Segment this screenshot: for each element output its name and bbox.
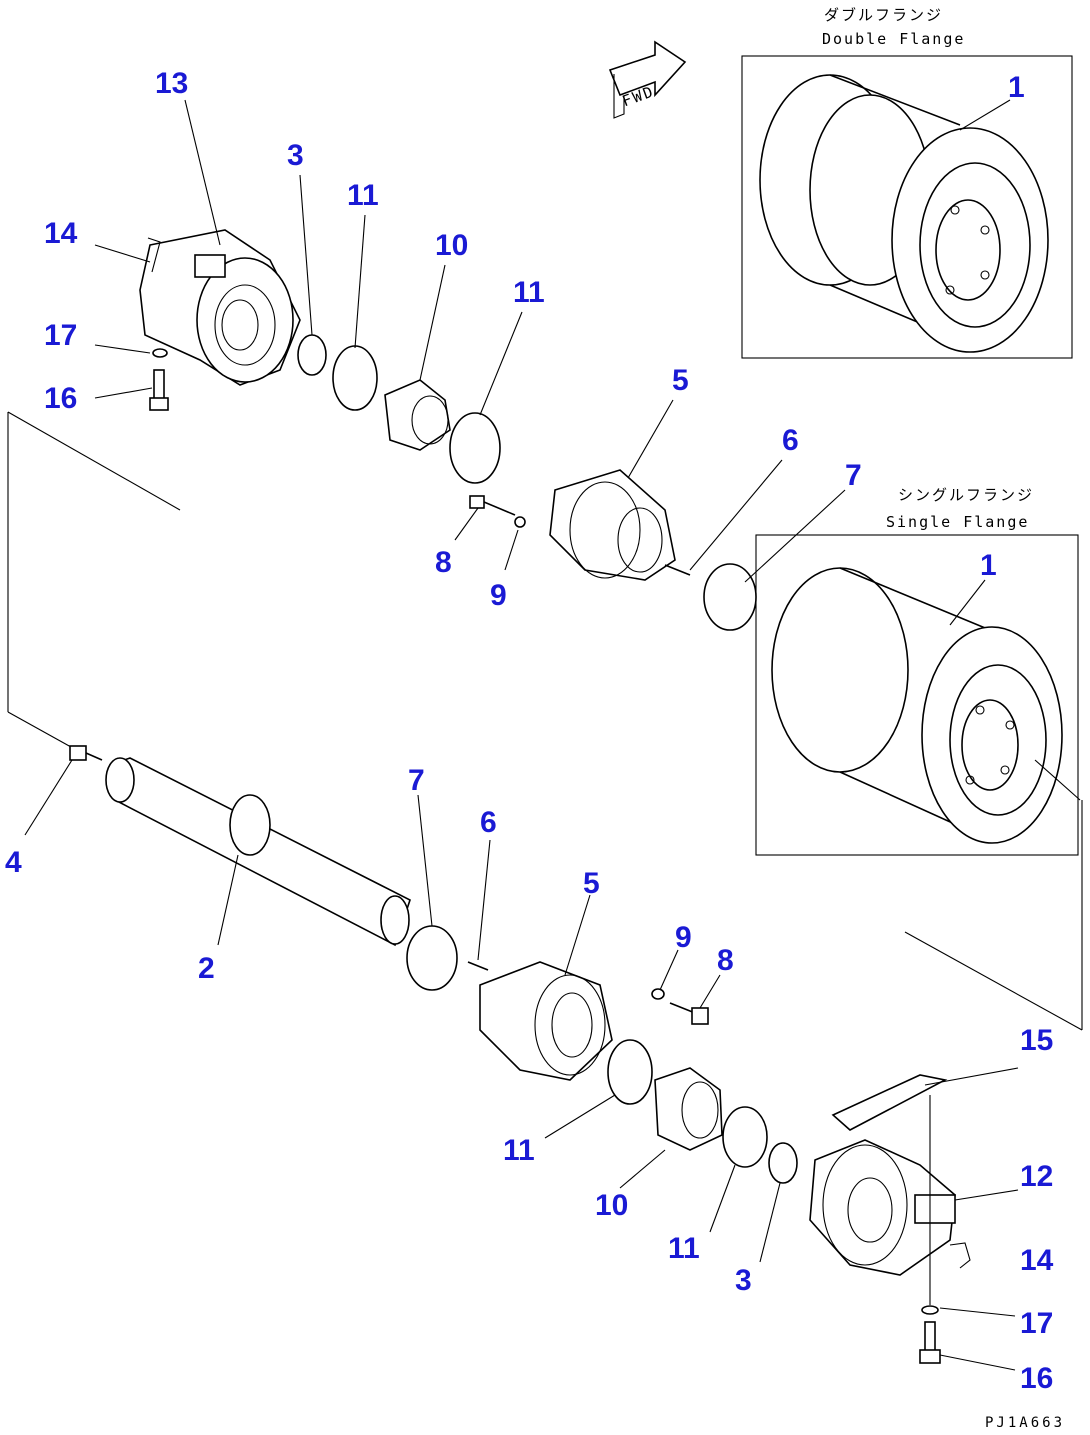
fwd-label: FWD xyxy=(620,82,657,110)
upper-washer-9 xyxy=(514,516,526,528)
callout-11-upper-a: 11 xyxy=(347,179,379,212)
callout-14-lower: 14 xyxy=(1020,1244,1054,1277)
upper-oring-7 xyxy=(703,563,757,631)
callout-7-upper: 7 xyxy=(845,459,862,492)
callout-10-lower: 10 xyxy=(595,1189,628,1222)
callout-11-lower-a: 11 xyxy=(503,1134,535,1167)
inset-double-flange: ダブルフランジ Double Flange 1 xyxy=(741,6,1073,359)
callout-9-lower: 9 xyxy=(675,921,692,954)
upper-oring-11b xyxy=(449,412,501,484)
callout-10-upper: 10 xyxy=(435,229,468,262)
plug-4 xyxy=(69,745,103,761)
upper-bolt-8 xyxy=(469,495,516,516)
callout-6-lower: 6 xyxy=(480,806,497,839)
callout-13: 13 xyxy=(155,67,188,100)
callout-8-upper: 8 xyxy=(435,546,452,579)
lower-ring-3 xyxy=(768,1142,798,1184)
shaft-2 xyxy=(105,757,411,947)
callout-8-lower: 8 xyxy=(717,944,734,977)
callout-11-upper-b: 11 xyxy=(513,276,545,309)
upper-washer-17 xyxy=(152,348,168,358)
callout-3-upper: 3 xyxy=(287,139,304,172)
callout-14-upper: 14 xyxy=(44,217,78,250)
upper-collar-5 xyxy=(549,469,676,581)
callout-16-lower: 16 xyxy=(1020,1362,1053,1395)
leader-lines xyxy=(24,99,1019,1371)
fwd-arrow-icon: FWD xyxy=(608,40,687,119)
callout-3-lower: 3 xyxy=(735,1264,752,1297)
lower-washer-9 xyxy=(651,988,665,1000)
lower-bolt-8 xyxy=(669,1002,709,1025)
callout-7-lower: 7 xyxy=(408,764,425,797)
upper-seal-10 xyxy=(384,379,451,451)
lower-pin-6 xyxy=(467,961,489,971)
single-flange-jp-label: シングルフランジ xyxy=(898,486,1034,504)
double-flange-jp-label: ダブルフランジ xyxy=(824,6,943,24)
drawing-code: PJ1A663 xyxy=(985,1415,1065,1431)
lower-collar-5 xyxy=(479,961,613,1081)
lower-collar-12 xyxy=(809,1139,956,1276)
lower-seal-10 xyxy=(654,1067,723,1151)
inset-single-flange: シングルフランジ Single Flange 1 xyxy=(755,486,1081,856)
callout-9-upper: 9 xyxy=(490,579,507,612)
upper-bolt-16 xyxy=(149,369,169,411)
upper-pin-6 xyxy=(664,564,691,576)
callout-12: 12 xyxy=(1020,1160,1053,1193)
callout-5-lower: 5 xyxy=(583,867,600,900)
double-flange-en-label: Double Flange xyxy=(822,30,965,48)
lower-oring-7 xyxy=(406,925,458,991)
callout-4: 4 xyxy=(5,846,22,879)
callout-6-upper: 6 xyxy=(782,424,799,457)
upper-plate-14 xyxy=(147,237,161,273)
lower-plate-14 xyxy=(949,1242,971,1269)
callout-11-lower-b: 11 xyxy=(668,1232,700,1265)
lower-oring-11d xyxy=(722,1106,768,1168)
outline-frame xyxy=(7,411,1083,1031)
callout-5-upper: 5 xyxy=(672,364,689,397)
callout-17-lower: 17 xyxy=(1020,1307,1053,1340)
callout-1-single: 1 xyxy=(980,549,997,582)
callout-15: 15 xyxy=(1020,1024,1053,1057)
lower-bolt-16 xyxy=(919,1321,941,1364)
lower-washer-17 xyxy=(921,1305,939,1315)
single-flange-en-label: Single Flange xyxy=(886,513,1029,531)
upper-collar-13 xyxy=(139,229,301,386)
upper-oring-11a xyxy=(332,345,378,411)
lower-oring-11c xyxy=(607,1039,653,1105)
lower-bar-15 xyxy=(831,1074,948,1131)
upper-ring-3 xyxy=(297,334,327,376)
callout-16-upper: 16 xyxy=(44,382,77,415)
callout-1-double: 1 xyxy=(1008,71,1025,104)
callout-2: 2 xyxy=(198,952,215,985)
callout-17-upper: 17 xyxy=(44,319,77,352)
